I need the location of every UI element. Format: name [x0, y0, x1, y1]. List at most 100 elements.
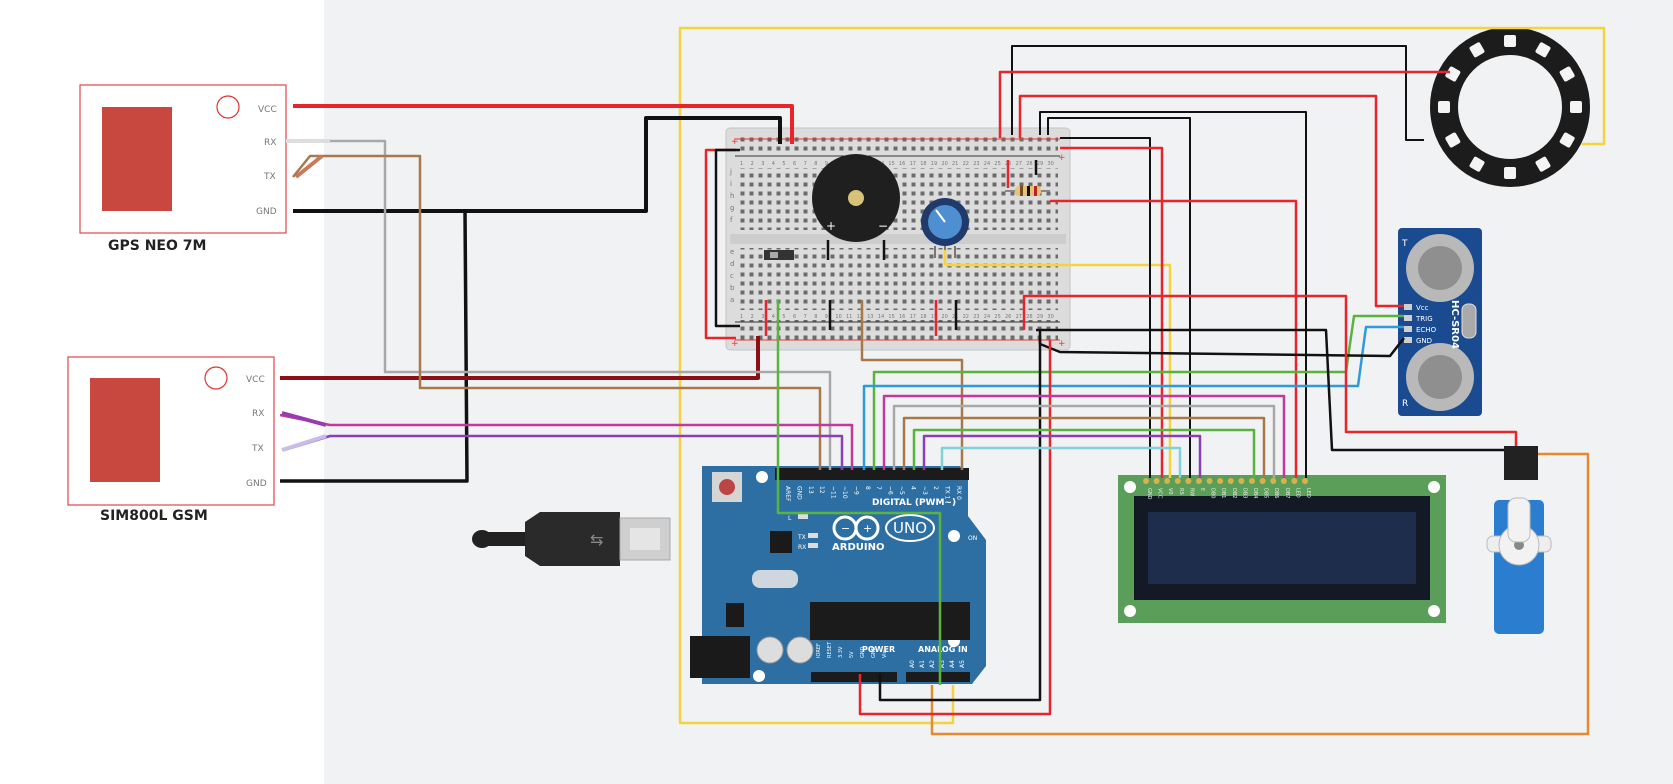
lcd-pin[interactable]	[1143, 478, 1149, 484]
ring-led	[1535, 156, 1551, 172]
wire-lcd-gnd[interactable]	[1047, 117, 1191, 478]
lcd-pin[interactable]	[1259, 478, 1266, 484]
ring-led	[1438, 101, 1450, 113]
usb-icon: ⇆	[590, 530, 603, 549]
wire-gps-vcc[interactable]	[293, 104, 794, 144]
lcd-pin[interactable]	[1185, 478, 1192, 484]
wire-ring-gnd[interactable]	[1011, 45, 1424, 141]
pin-label: 28	[1026, 314, 1032, 320]
wire-gsm-tx[interactable]	[283, 434, 844, 470]
pin-label: 15	[888, 314, 894, 320]
ring-led	[1504, 35, 1516, 47]
lcd-pin[interactable]	[1270, 478, 1277, 484]
pin-label: DB1	[1220, 488, 1226, 498]
pin-label: GND	[860, 646, 866, 658]
led-label: L	[788, 515, 792, 522]
lcd-pin[interactable]	[1280, 478, 1287, 484]
sensor-pin[interactable]	[1404, 315, 1412, 321]
gsm-chip-block	[90, 378, 160, 482]
neopixel-ring[interactable]	[1430, 27, 1590, 187]
lcd-pin[interactable]	[1291, 478, 1298, 484]
svg-text:+: +	[1058, 339, 1066, 349]
wire-gps-tx[interactable]	[292, 154, 822, 470]
svg-text:+: +	[731, 137, 739, 147]
ring-led	[1504, 167, 1516, 179]
pin-label: 17	[910, 314, 916, 320]
gps-module[interactable]: VCC RX TX GND	[79, 84, 287, 234]
pin-label: 4	[909, 486, 916, 490]
pin-label: LED	[1294, 488, 1300, 498]
wire-sensor-echo[interactable]	[862, 325, 1404, 470]
pin-label: VCC	[1157, 488, 1163, 499]
ring-led	[1445, 66, 1461, 82]
lcd-pin[interactable]	[1249, 478, 1255, 484]
sensor-pin[interactable]	[1404, 304, 1412, 310]
gsm-module[interactable]: VCC RX TX GND	[67, 356, 275, 506]
pin-label: 8	[814, 314, 817, 320]
lcd-pin[interactable]	[1238, 478, 1245, 484]
wire-servo-vcc[interactable]	[1022, 294, 1518, 446]
pin-label: 19	[931, 314, 937, 320]
wire-sensor-gnd[interactable]	[1038, 330, 1405, 358]
sensor-pin[interactable]	[1404, 326, 1412, 332]
wire-gsm-vcc[interactable]	[280, 336, 760, 380]
pin-label: ~10	[841, 486, 848, 499]
svg-text:+: +	[1058, 153, 1066, 163]
pin-label: 23	[973, 314, 979, 320]
usb-cable[interactable]: ⇆	[472, 512, 671, 566]
lcd-pin[interactable]	[1217, 478, 1224, 484]
minus-icon: −	[878, 219, 888, 233]
wire-arduino-gnd[interactable]	[878, 340, 1042, 702]
breadboard-bottom-rail	[738, 320, 1058, 342]
ring-led	[1559, 66, 1575, 82]
arduino-uno[interactable]: − + UNO ARDUINO DIGITAL (PWM~) POWER ANA…	[690, 466, 986, 684]
gps-pin-label: RX	[264, 138, 276, 148]
pin-label: 29	[1037, 314, 1043, 320]
gps-pin-label: TX	[263, 172, 276, 182]
pin-label: RS	[1178, 488, 1184, 495]
lcd-pin[interactable]	[1302, 478, 1308, 484]
resistor[interactable]	[1005, 186, 1050, 196]
wire-servo-gnd[interactable]	[1036, 328, 1504, 452]
pin-label: 9	[825, 314, 828, 320]
wire-gsm-rx[interactable]	[279, 413, 854, 470]
lcd-pin[interactable]	[1174, 478, 1181, 484]
wire-sensor-vcc[interactable]	[1018, 94, 1404, 308]
pin-label: 7	[804, 314, 807, 320]
pin-label: 15	[888, 161, 894, 167]
pin-label: ~9	[852, 486, 859, 495]
wire-servo-signal[interactable]	[930, 452, 1590, 736]
wire-gps-gnd[interactable]	[293, 116, 782, 213]
pin-label: RESET	[827, 641, 833, 658]
wire-ring-vcc[interactable]	[998, 70, 1450, 138]
wire-gps-rx[interactable]	[293, 139, 832, 470]
pin-label: ~3	[921, 486, 928, 495]
lcd-pin[interactable]	[1196, 478, 1202, 484]
pin-label: i	[730, 180, 732, 188]
gps-caption: GPS NEO 7M	[108, 238, 207, 254]
board-model: UNO	[893, 519, 927, 537]
wire-arduino-5v[interactable]	[858, 340, 1052, 716]
pin-label: RX 0	[955, 486, 962, 500]
on-led-label: ON	[968, 535, 977, 542]
slide-switch[interactable]	[764, 250, 794, 260]
lcd-pin[interactable]	[1227, 478, 1234, 484]
lcd-pin[interactable]	[1153, 478, 1160, 484]
lcd-pin[interactable]	[1206, 478, 1213, 484]
lcd-pin[interactable]	[1164, 478, 1171, 484]
analog-label: ANALOG IN	[918, 645, 968, 654]
servo-motor[interactable]	[1486, 446, 1552, 634]
wire-yellow-loop[interactable]	[678, 26, 1606, 725]
piezo-buzzer[interactable]: + −	[812, 154, 900, 242]
potentiometer[interactable]	[921, 198, 969, 258]
module-pin-leads	[281, 139, 330, 452]
pin-label: A0	[909, 660, 916, 668]
wire-gsm-gnd[interactable]	[280, 210, 469, 483]
pin-label: ~5	[898, 486, 905, 495]
sensor-pin[interactable]	[1404, 337, 1412, 343]
pin-label: DB4	[1252, 488, 1258, 498]
wire-buzzer-brown[interactable]	[860, 300, 964, 470]
wire-switch-green[interactable]	[776, 300, 942, 685]
